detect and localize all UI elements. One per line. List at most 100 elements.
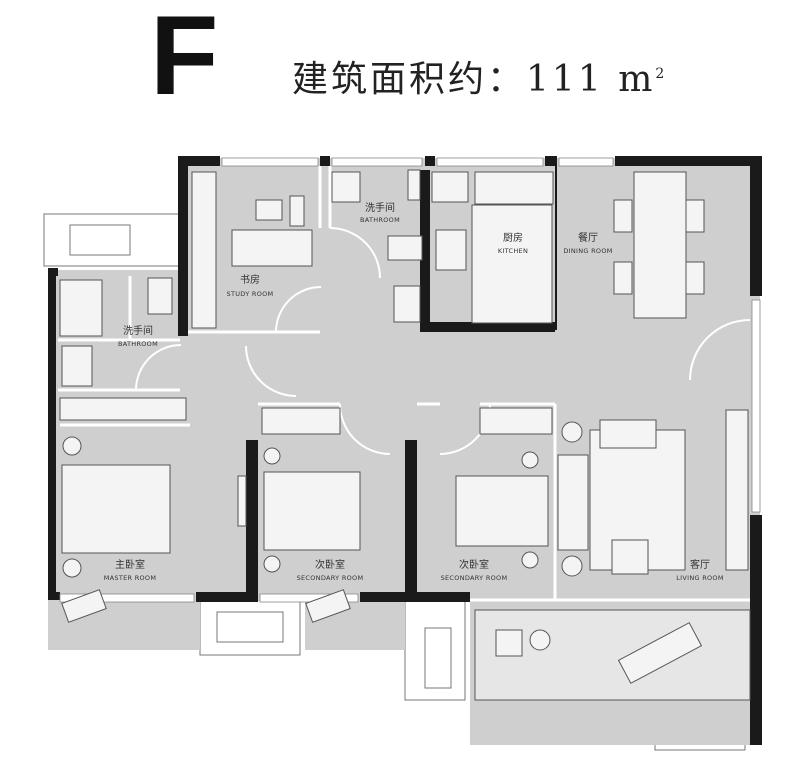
area-unit-superscript: 2 — [655, 66, 668, 82]
second1-nightstand — [263, 447, 281, 465]
study-chair — [255, 199, 283, 221]
room-label-master-en: MASTER ROOM — [104, 574, 157, 582]
room-label-bath-left: 洗手间 — [123, 324, 153, 337]
ac-unit-bottom-side — [424, 627, 452, 689]
second1-tv — [237, 475, 247, 527]
terrace-table — [529, 629, 551, 651]
wall-segment — [615, 156, 762, 166]
room-label-dining-en: DINING ROOM — [563, 247, 612, 255]
room-label-kitchen-en: KITCHEN — [498, 247, 528, 255]
wall-segment — [420, 322, 555, 332]
second2-bed — [455, 475, 549, 547]
area-caption: 建筑面积约：111 m2 — [292, 50, 667, 102]
master-bed — [61, 464, 171, 554]
second2-nightstand — [521, 451, 539, 469]
second2-nightstand — [521, 551, 539, 569]
door-arc-master — [245, 345, 297, 397]
bath-left-vanity — [59, 279, 103, 337]
window — [558, 157, 614, 167]
area-label: 建筑面积约： — [292, 59, 527, 100]
window — [59, 593, 195, 603]
balcony-top-left — [43, 213, 181, 267]
balcony-bottom-mid — [199, 599, 301, 656]
dining-chair — [685, 199, 705, 233]
wall-segment — [405, 440, 417, 602]
terrace-chair — [495, 629, 523, 657]
kitchen-counter-top — [474, 171, 554, 205]
balcony-bottom-side — [404, 599, 466, 701]
room-label-living-en: LIVING ROOM — [676, 574, 724, 582]
wall-segment — [420, 170, 430, 330]
room-label-second1-en: SECONDARY ROOM — [297, 574, 364, 582]
master-nightstand — [62, 558, 82, 578]
study-desk — [231, 229, 313, 267]
door-arc-bath-left — [135, 344, 182, 391]
dining-chair — [613, 199, 633, 233]
ac-unit-bottom-mid — [216, 611, 284, 643]
furniture — [59, 169, 751, 701]
master-nightstand — [62, 436, 82, 456]
unit-type-letter: F — [150, 0, 219, 118]
kitchen-stove — [435, 229, 467, 271]
windows — [59, 157, 761, 603]
window — [751, 299, 761, 513]
living-sofa — [557, 454, 589, 551]
window — [436, 157, 544, 167]
second2-wardrobe — [479, 407, 553, 435]
room-label-study-en: STUDY ROOM — [227, 290, 274, 298]
wall-segment — [555, 166, 557, 330]
wall-segment — [750, 515, 762, 745]
bath-top-sink — [331, 171, 361, 203]
wall-segment — [545, 156, 557, 166]
room-label-dining: 餐厅 — [578, 231, 598, 244]
room-label-second2: 次卧室 — [459, 558, 489, 571]
dining-chair — [613, 261, 633, 295]
area-value: 111 — [526, 59, 604, 100]
study-cabinet — [289, 195, 305, 227]
door-arc-second1 — [339, 403, 391, 455]
wall-segment — [48, 592, 60, 600]
bath-left-toilet — [147, 277, 173, 315]
wall-segment — [360, 592, 405, 602]
second1-nightstand — [263, 555, 281, 573]
study-bookshelf — [191, 171, 217, 329]
door-arc-bath-top — [329, 227, 381, 279]
wall-segment — [750, 156, 762, 296]
room-label-master: 主卧室 — [115, 558, 145, 571]
room-label-bath-left-en: BATHROOM — [118, 340, 158, 348]
kitchen-fridge — [431, 171, 469, 203]
wall-segment — [48, 268, 56, 598]
wall-segment — [178, 156, 220, 166]
bath-top-toilet — [387, 235, 423, 261]
living-armchair — [599, 419, 657, 449]
door-arc-study — [275, 286, 322, 333]
master-wardrobe — [59, 397, 187, 421]
second1-lounge-chair — [305, 589, 351, 623]
wall-segment — [425, 156, 435, 166]
living-tv-cabinet — [725, 409, 749, 571]
area-unit: m — [618, 59, 656, 100]
second1-bed — [263, 471, 361, 551]
living-side-table — [561, 555, 583, 577]
room-label-living: 客厅 — [690, 558, 710, 571]
second1-wardrobe — [261, 407, 341, 435]
door-arc-entry — [689, 319, 751, 381]
bath-left-basin — [61, 345, 93, 387]
room-labels: 书房 STUDY ROOM 洗手间 BATHROOM 厨房 KITCHEN 餐厅… — [104, 201, 724, 582]
walls — [48, 156, 762, 745]
living-armchair — [611, 539, 649, 575]
room-label-kitchen: 厨房 — [503, 231, 523, 244]
room-label-bath-top: 洗手间 — [365, 201, 395, 214]
room-label-second2-en: SECONDARY ROOM — [441, 574, 508, 582]
living-side-table — [561, 421, 583, 443]
room-label-study: 书房 — [240, 273, 260, 286]
wall-segment — [405, 592, 470, 602]
wall-segment — [196, 592, 258, 602]
window — [221, 157, 319, 167]
window — [331, 157, 423, 167]
kitchen-sink — [393, 285, 421, 323]
ac-unit-top-left — [69, 224, 131, 256]
master-lounge-chair — [61, 589, 107, 623]
partitions — [58, 166, 750, 602]
